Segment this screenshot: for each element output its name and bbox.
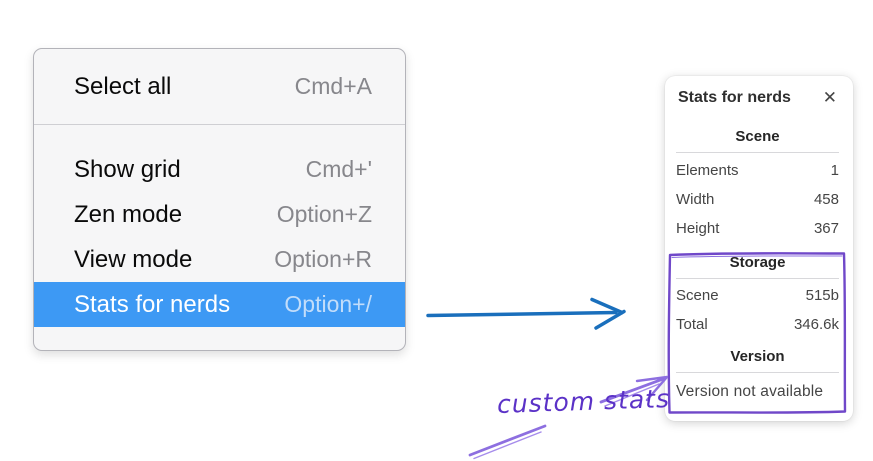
stat-row-width: Width 458 bbox=[676, 185, 839, 214]
menu-item-zen-mode[interactable]: Zen mode Option+Z bbox=[34, 192, 405, 237]
context-menu: Select all Cmd+A Show grid Cmd+' Zen mod… bbox=[33, 48, 406, 351]
stat-label: Total bbox=[676, 316, 708, 333]
menu-group: Show grid Cmd+' Zen mode Option+Z View m… bbox=[34, 125, 405, 327]
stat-value: 515b bbox=[805, 287, 839, 304]
menu-item-show-grid[interactable]: Show grid Cmd+' bbox=[34, 147, 405, 192]
section-divider bbox=[676, 372, 839, 373]
version-section-heading: Version bbox=[730, 348, 785, 365]
stats-panel-header: Stats for nerds ✕ bbox=[676, 88, 839, 107]
menu-item-label: Show grid bbox=[74, 155, 181, 183]
menu-item-select-all[interactable]: Select all Cmd+A bbox=[34, 49, 405, 124]
menu-item-view-mode[interactable]: View mode Option+R bbox=[34, 237, 405, 282]
storage-rows: Scene 515b Total 346.6k bbox=[676, 281, 839, 339]
menu-item-shortcut: Cmd+' bbox=[305, 156, 372, 182]
stat-value: 1 bbox=[830, 162, 839, 179]
stats-panel-title: Stats for nerds bbox=[678, 88, 791, 106]
menu-item-shortcut: Option+R bbox=[274, 246, 372, 272]
menu-item-stats-for-nerds[interactable]: Stats for nerds Option+/ bbox=[34, 282, 405, 327]
menu-item-shortcut: Option+/ bbox=[284, 291, 372, 317]
menu-item-label: Zen mode bbox=[74, 200, 183, 228]
section-divider bbox=[676, 278, 839, 279]
stat-label: Width bbox=[676, 191, 715, 208]
custom-stats-label: custom stats bbox=[496, 383, 671, 420]
storage-section-heading: Storage bbox=[729, 254, 786, 271]
version-note: Version not available bbox=[676, 383, 824, 400]
stat-label: Scene bbox=[676, 287, 719, 304]
stat-row-elements: Elements 1 bbox=[676, 156, 839, 185]
menu-separator bbox=[34, 124, 405, 125]
menu-item-shortcut: Cmd+A bbox=[294, 73, 372, 99]
stat-value: 346.6k bbox=[793, 316, 839, 333]
stats-panel: Stats for nerds ✕ Scene Elements 1 Width… bbox=[665, 76, 853, 421]
stat-label: Height bbox=[676, 220, 720, 237]
stat-value: 458 bbox=[813, 191, 839, 208]
stat-value: 367 bbox=[813, 220, 839, 237]
menu-item-label: View mode bbox=[74, 245, 193, 273]
close-icon[interactable]: ✕ bbox=[822, 88, 837, 107]
stat-row-height: Height 367 bbox=[676, 214, 839, 243]
stat-label: Elements bbox=[676, 162, 739, 179]
stat-row-scene-size: Scene 515b bbox=[676, 281, 839, 310]
scene-section-heading: Scene bbox=[735, 128, 780, 145]
menu-item-label: Select all bbox=[74, 72, 172, 100]
scene-rows: Elements 1 Width 458 Height 367 bbox=[676, 156, 839, 243]
stat-row-total-size: Total 346.6k bbox=[676, 310, 839, 339]
menu-item-label: Stats for nerds bbox=[74, 290, 231, 318]
section-divider bbox=[676, 152, 839, 153]
menu-item-shortcut: Option+Z bbox=[276, 201, 372, 227]
